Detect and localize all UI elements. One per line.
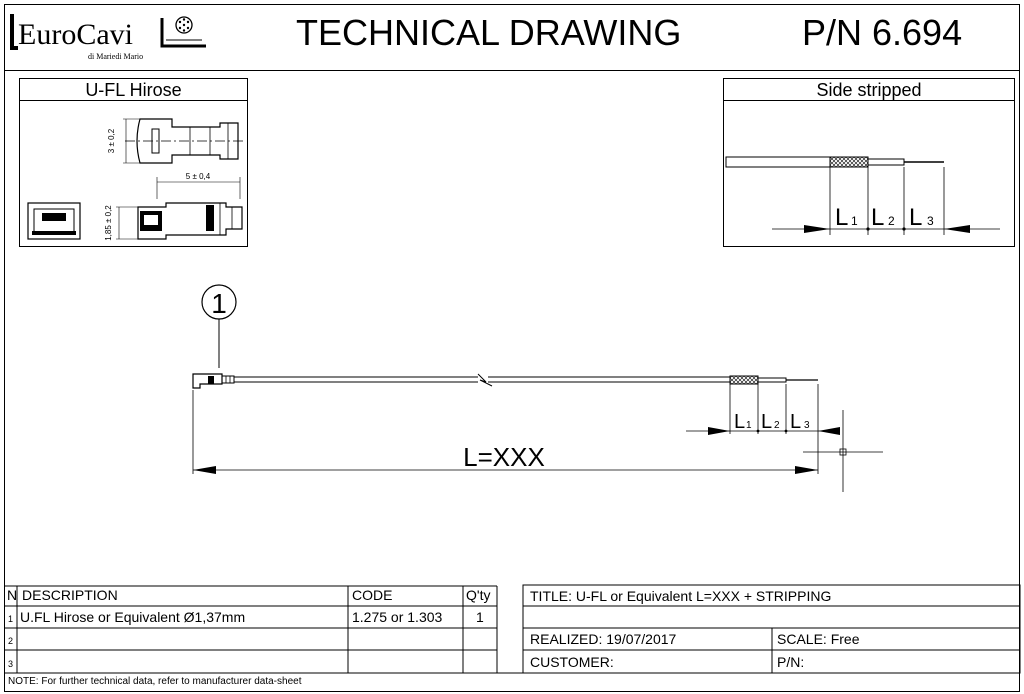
bom-header-qty: Q'ty <box>466 587 491 603</box>
logo-bracket-left <box>10 14 18 50</box>
main-l2-sub: 2 <box>774 420 780 431</box>
logo-text: EuroCavi <box>18 18 133 51</box>
side-stripped-title: Side stripped <box>724 79 1014 101</box>
table-row-n: 3 <box>8 659 14 669</box>
dim-height-label: 3 ± 0,2 <box>107 128 116 153</box>
side-l3-sub: 3 <box>927 214 934 228</box>
side-l3-label: L <box>909 204 922 231</box>
page-title: TECHNICAL DRAWING <box>296 12 682 53</box>
side-l1-label: L <box>835 204 848 231</box>
bom-header-n: N <box>7 587 18 603</box>
table-row-n: 1 <box>8 614 14 624</box>
bom-note: NOTE: For further technical data, refer … <box>8 676 302 687</box>
title-block-pn: P/N: <box>777 654 805 670</box>
main-l2-label: L <box>761 411 772 433</box>
connector-view-box: U-FL Hirose 3 ± 0,2 5 ± 0,4 1, <box>19 78 248 247</box>
title-block-realized: REALIZED: 19/07/2017 <box>530 631 677 647</box>
side-l1-sub: 1 <box>851 214 858 228</box>
dim-length-label: 5 ± 0,4 <box>186 172 211 181</box>
main-l1-label: L <box>734 411 745 433</box>
connector-view-title: U-FL Hirose <box>20 79 247 101</box>
side-l2-sub: 2 <box>888 214 895 228</box>
logo-subtitle: di Mariedi Mario <box>88 52 144 61</box>
title-block-title: TITLE: U-FL or Equivalent L=XXX + STRIPP… <box>530 588 832 604</box>
side-stripped-box: Side stripped L 1 L 2 L 3 <box>723 78 1015 247</box>
title-block-scale: SCALE: Free <box>777 631 860 647</box>
part-number: P/N 6.694 <box>802 12 963 53</box>
drawing-frame <box>4 4 1020 692</box>
bom-header-code: CODE <box>352 587 393 603</box>
connector-drawing: 3 ± 0,2 5 ± 0,4 1,85 ± 0,2 <box>27 118 245 241</box>
main-l3-sub: 3 <box>804 420 810 431</box>
table-row-code: 1.275 or 1.303 <box>352 609 443 625</box>
header-divider <box>4 70 1020 71</box>
dim-side-height-label: 1,85 ± 0,2 <box>104 205 113 241</box>
balloon-number: 1 <box>211 288 227 319</box>
length-label: L=XXX <box>463 442 545 472</box>
connector-shape <box>192 373 223 389</box>
stripped-cable-drawing: L 1 L 2 L 3 <box>725 156 1000 235</box>
side-l2-label: L <box>871 204 884 231</box>
table-row-qty: 1 <box>476 609 484 625</box>
table-row-description: U.FL Hirose or Equivalent Ø1,37mm <box>20 609 246 625</box>
logo-emblem-icon <box>160 14 210 50</box>
main-l3-label: L <box>790 411 801 433</box>
bom-header-description: DESCRIPTION <box>22 587 118 603</box>
main-l1-sub: 1 <box>746 420 752 431</box>
title-block-customer: CUSTOMER: <box>530 654 614 670</box>
table-row-n: 2 <box>8 636 14 646</box>
